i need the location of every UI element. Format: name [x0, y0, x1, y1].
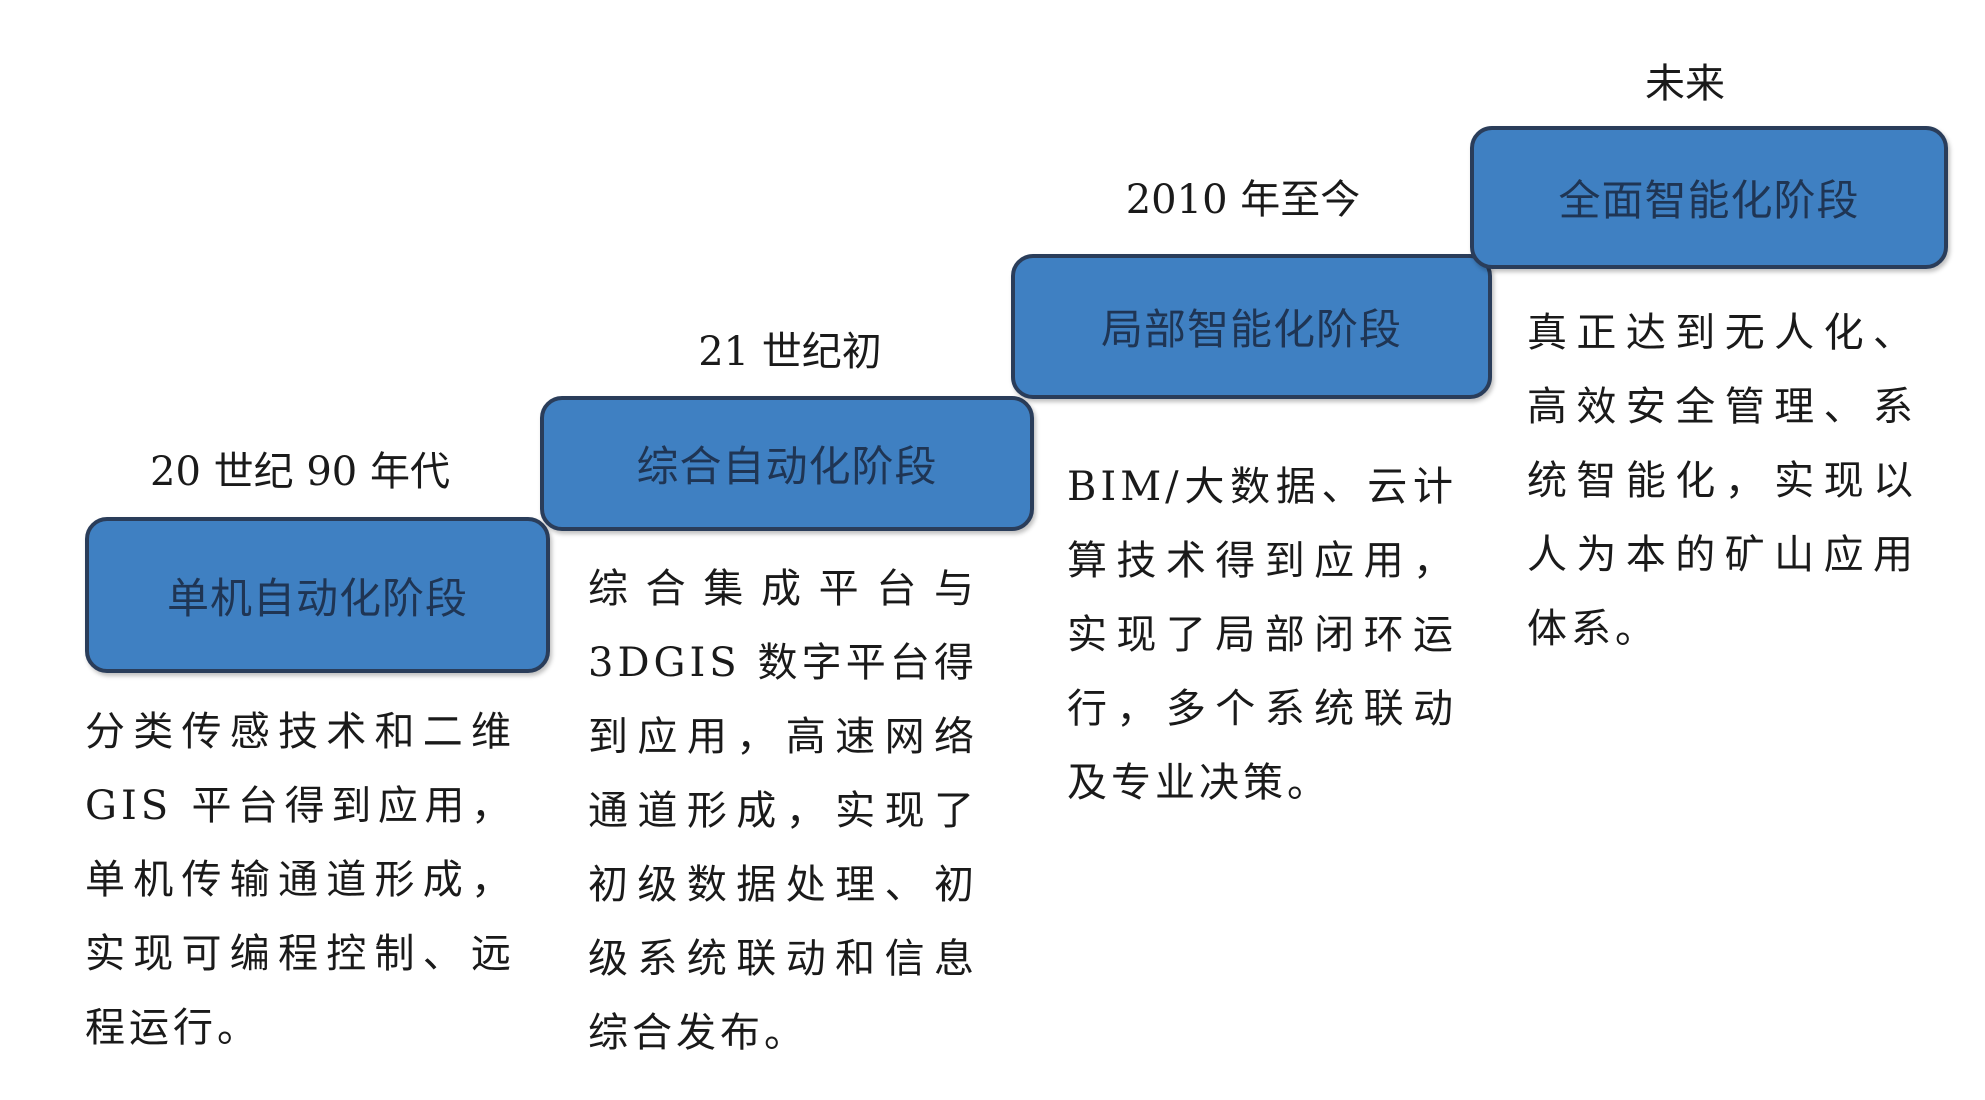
stage-4-era-label: 未来: [1645, 61, 1725, 107]
stage-4-description: 真正达到无人化、高效安全管理、系统智能化，实现以人为本的矿山应用体系。: [1527, 310, 1917, 652]
stage-3-description: BIM/大数据、云计算技术得到应用，实现了局部闭环运行，多个系统联动及专业决策。: [1067, 464, 1457, 806]
stage-2-era-label: 21 世纪初: [698, 329, 882, 375]
stage-1-box: 单机自动化阶段: [85, 517, 550, 673]
stage-4-box: 全面智能化阶段: [1470, 126, 1948, 269]
stage-3-box: 局部智能化阶段: [1011, 254, 1492, 399]
stage-2-description: 综合集成平台与3DGIS 数字平台得到应用，高速网络通道形成，实现了初级数据处理…: [588, 566, 978, 1056]
stage-1-description: 分类传感技术和二维GIS 平台得到应用，单机传输通道形成，实现可编程控制、远程运…: [85, 709, 515, 1051]
stage-3-era-label: 2010 年至今: [1125, 177, 1361, 223]
stage-2-box: 综合自动化阶段: [540, 396, 1034, 531]
stage-1-era-label: 20 世纪 90 年代: [150, 449, 450, 495]
